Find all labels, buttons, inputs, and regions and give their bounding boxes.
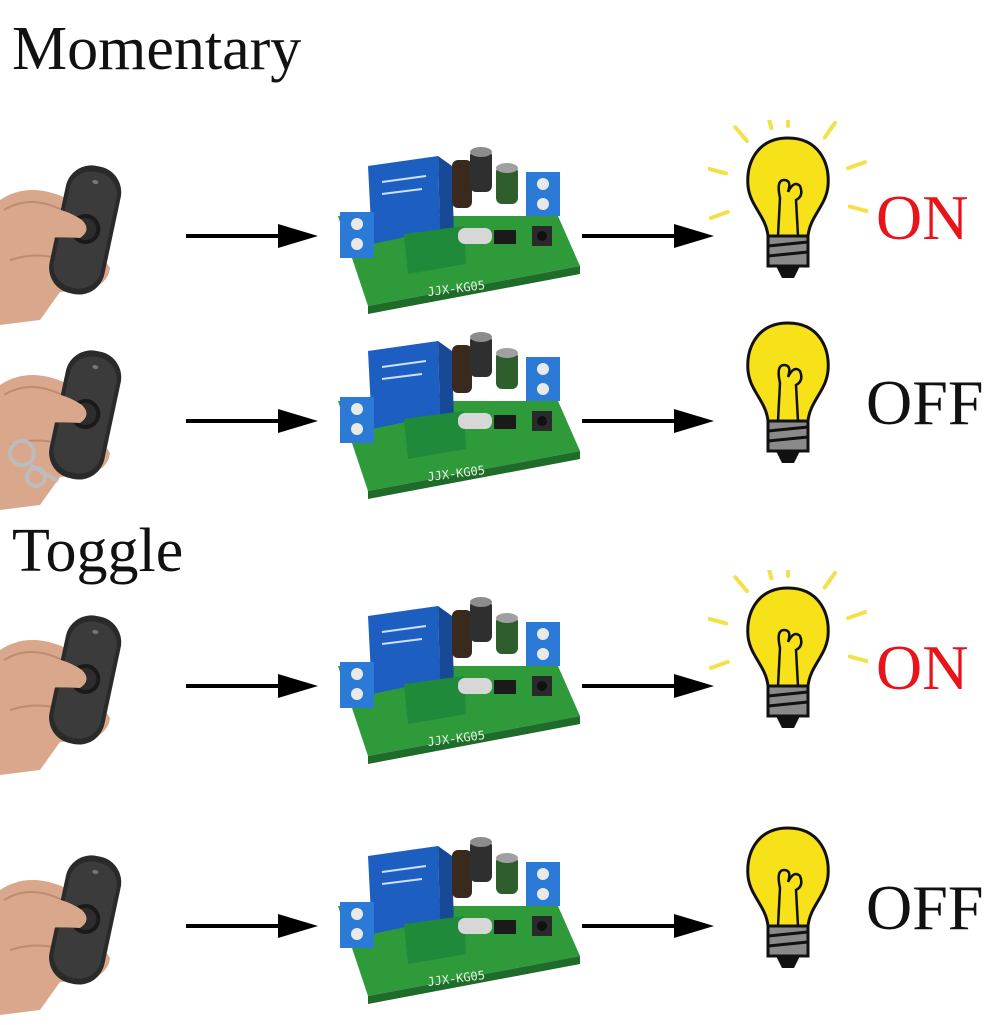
state-label: OFF [866,371,983,435]
receiver-board-image: JJX-KG05 [318,146,588,321]
lit-bulb-icon [708,120,868,305]
state-label: ON [876,186,968,250]
arrow-icon [582,224,714,253]
receiver-board-image: JJX-KG05 [318,836,588,1011]
receiver-board-image: JJX-KG05 [318,596,588,771]
diagram-row: JJX-KG05 ON [0,590,1000,780]
state-label: ON [876,636,968,700]
arrow-icon [186,224,318,253]
arrow-icon [582,914,714,943]
arrow-icon [186,914,318,943]
section-title-momentary: Momentary [12,18,301,80]
arrow-icon [582,674,714,703]
remote-in-hand-image [0,590,150,785]
state-label: OFF [866,876,983,940]
receiver-board-image: JJX-KG05 [318,331,588,506]
remote-in-hand-image [0,830,150,1025]
diagram-row: JJX-KG05 OFF [0,830,1000,1020]
diagram-row: JJX-KG05 ON [0,140,1000,330]
section-title-toggle: Toggle [12,520,183,582]
lit-bulb-icon [708,570,868,755]
diagram-row: JJX-KG05 OFF [0,325,1000,515]
unlit-bulb-icon [708,810,868,995]
remote-in-hand-image [0,140,150,335]
arrow-icon [582,409,714,438]
unlit-bulb-icon [708,305,868,490]
remote-in-hand-image [0,325,150,520]
arrow-icon [186,409,318,438]
arrow-icon [186,674,318,703]
